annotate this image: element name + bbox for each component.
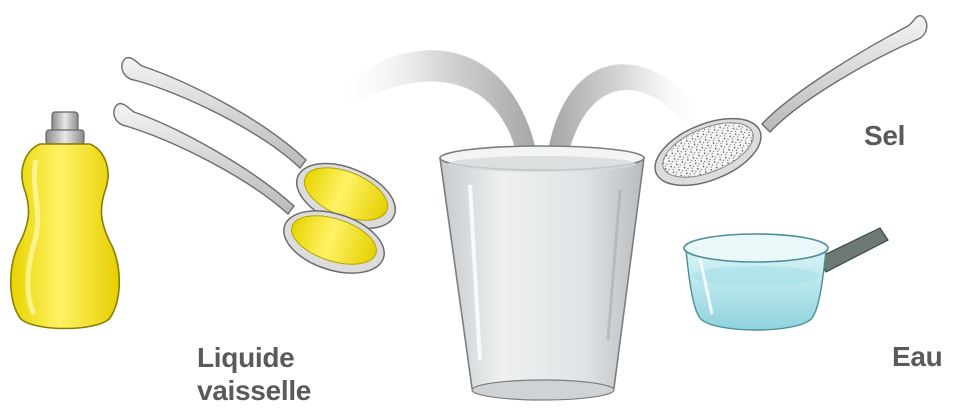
- saucepan-water-icon: [684, 228, 888, 330]
- plastic-cup-icon: [440, 146, 644, 400]
- dish-liquid-label-line2: vaisselle: [197, 374, 311, 407]
- dish-liquid-label-line1: Liquide: [197, 341, 311, 374]
- dish-liquid-label: Liquide vaisselle: [197, 341, 311, 407]
- water-label: Eau: [892, 340, 942, 373]
- salt-label: Sel: [864, 119, 905, 152]
- dish-soap-bottle-icon: [11, 112, 120, 329]
